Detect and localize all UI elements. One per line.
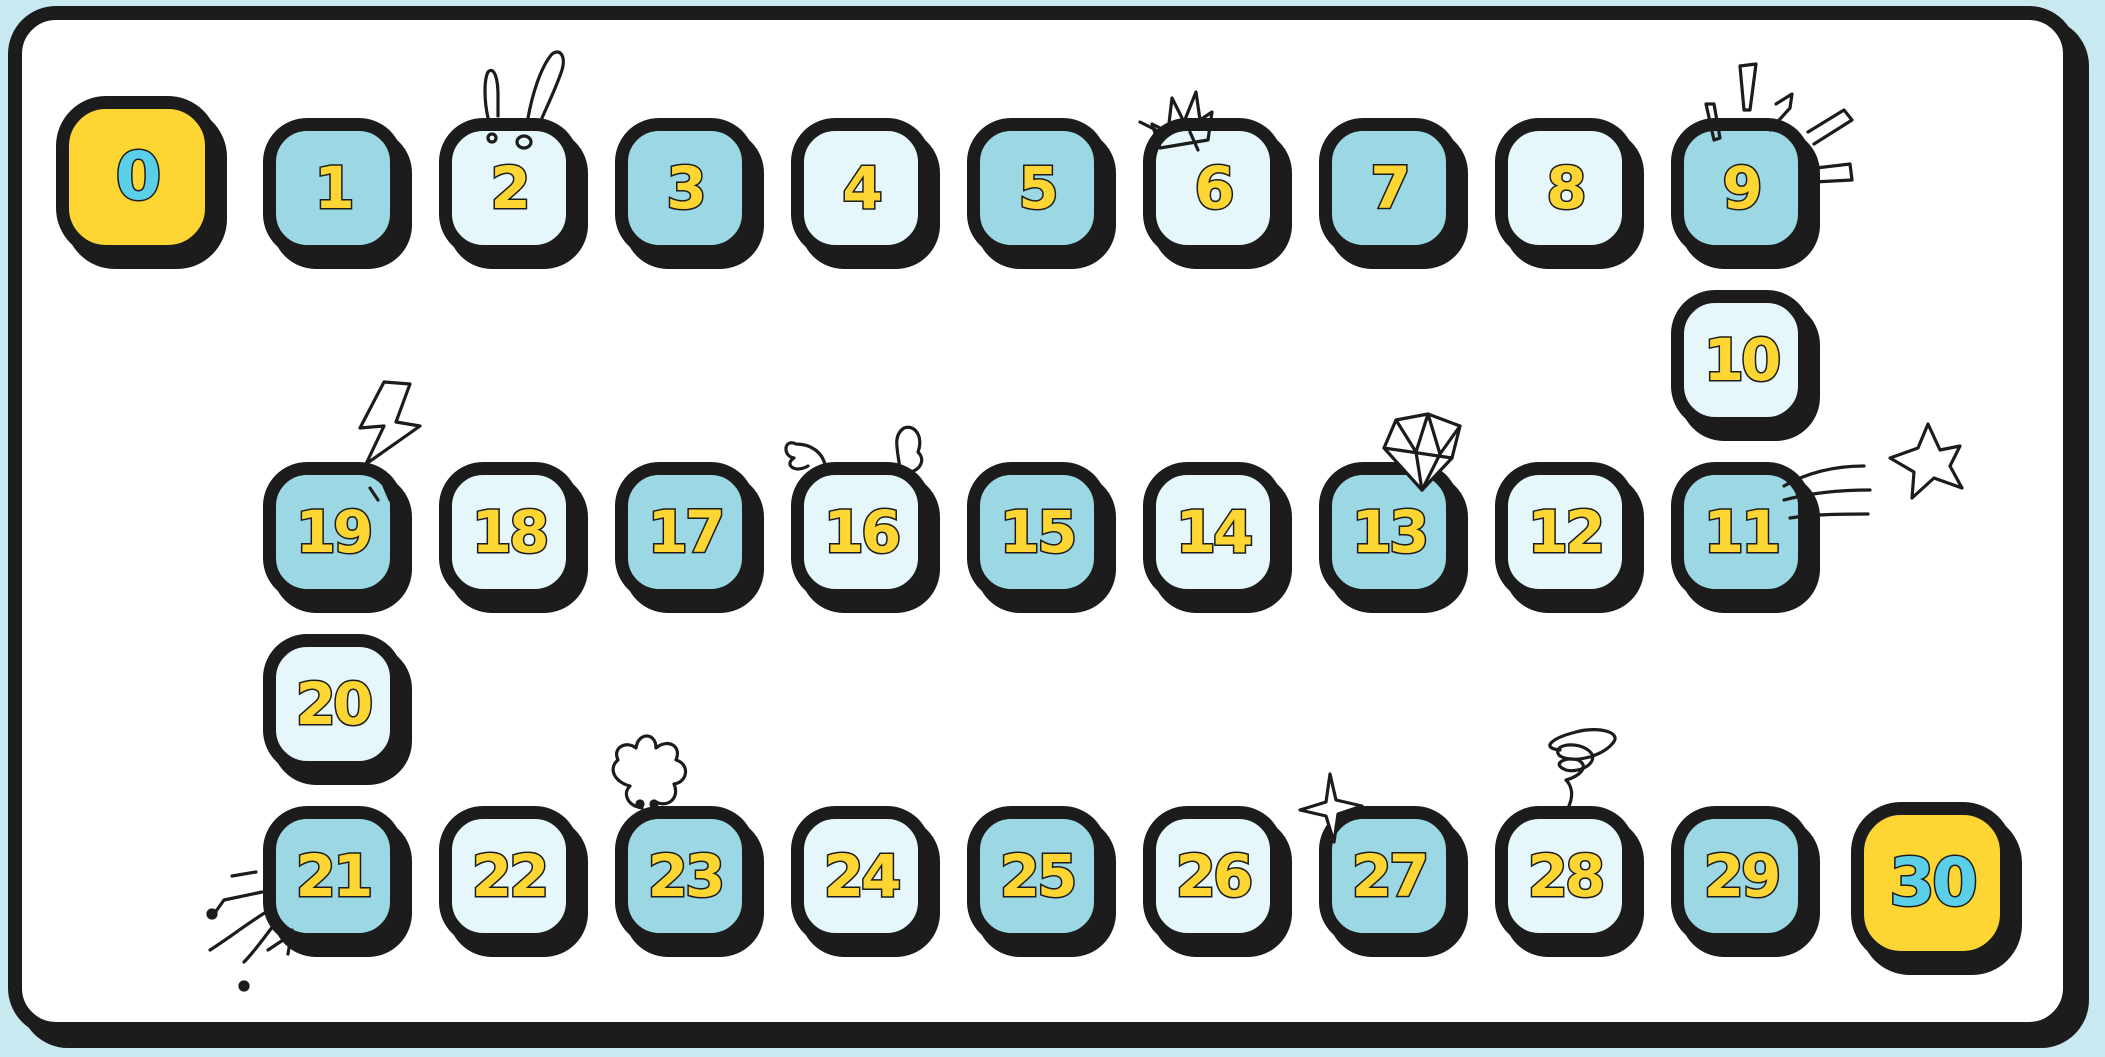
board-space-20[interactable]: 20 [263, 634, 403, 774]
board-space-26[interactable]: 26 [1143, 806, 1283, 946]
space-number: 27 [1352, 847, 1427, 905]
space-number: 18 [472, 503, 547, 561]
board-space-7[interactable]: 7 [1319, 118, 1459, 258]
board-space-21[interactable]: 21 [263, 806, 403, 946]
space-number: 29 [1704, 847, 1779, 905]
board-space-13[interactable]: 13 [1319, 462, 1459, 602]
space-number: 23 [648, 847, 723, 905]
board-space-0[interactable]: 0 [56, 96, 218, 258]
board-space-2[interactable]: 2 [439, 118, 579, 258]
board-space-1[interactable]: 1 [263, 118, 403, 258]
space-number: 3 [666, 159, 703, 217]
board-space-3[interactable]: 3 [615, 118, 755, 258]
space-number: 17 [648, 503, 723, 561]
board-space-5[interactable]: 5 [967, 118, 1107, 258]
space-number: 19 [296, 503, 371, 561]
board-space-25[interactable]: 25 [967, 806, 1107, 946]
board-space-18[interactable]: 18 [439, 462, 579, 602]
board-space-12[interactable]: 12 [1495, 462, 1635, 602]
space-number: 5 [1018, 159, 1055, 217]
board-space-16[interactable]: 16 [791, 462, 931, 602]
space-number: 21 [296, 847, 371, 905]
board-space-14[interactable]: 14 [1143, 462, 1283, 602]
board-space-4[interactable]: 4 [791, 118, 931, 258]
board-space-23[interactable]: 23 [615, 806, 755, 946]
space-number: 9 [1722, 159, 1759, 217]
board-space-24[interactable]: 24 [791, 806, 931, 946]
space-number: 24 [824, 847, 899, 905]
space-number: 14 [1176, 503, 1251, 561]
board-space-11[interactable]: 11 [1671, 462, 1811, 602]
board-space-9[interactable]: 9 [1671, 118, 1811, 258]
board-space-28[interactable]: 28 [1495, 806, 1635, 946]
board-space-27[interactable]: 27 [1319, 806, 1459, 946]
space-number: 10 [1704, 331, 1779, 389]
space-number: 4 [842, 159, 879, 217]
space-number: 26 [1176, 847, 1251, 905]
board-space-19[interactable]: 19 [263, 462, 403, 602]
board-space-30[interactable]: 30 [1851, 802, 2013, 964]
space-number: 11 [1704, 503, 1779, 561]
board-space-17[interactable]: 17 [615, 462, 755, 602]
space-number: 22 [472, 847, 547, 905]
board-space-22[interactable]: 22 [439, 806, 579, 946]
space-number: 30 [1889, 850, 1975, 916]
space-number: 7 [1370, 159, 1407, 217]
space-number: 12 [1528, 503, 1603, 561]
space-number: 20 [296, 675, 371, 733]
space-number: 6 [1194, 159, 1231, 217]
board-space-15[interactable]: 15 [967, 462, 1107, 602]
board-space-29[interactable]: 29 [1671, 806, 1811, 946]
space-number: 25 [1000, 847, 1075, 905]
space-number: 1 [314, 159, 351, 217]
space-number: 28 [1528, 847, 1603, 905]
space-number: 8 [1546, 159, 1583, 217]
space-number: 2 [490, 159, 527, 217]
board-space-10[interactable]: 10 [1671, 290, 1811, 430]
board-space-8[interactable]: 8 [1495, 118, 1635, 258]
space-number: 0 [116, 144, 159, 210]
space-number: 16 [824, 503, 899, 561]
space-number: 13 [1352, 503, 1427, 561]
board-space-6[interactable]: 6 [1143, 118, 1283, 258]
space-number: 15 [1000, 503, 1075, 561]
